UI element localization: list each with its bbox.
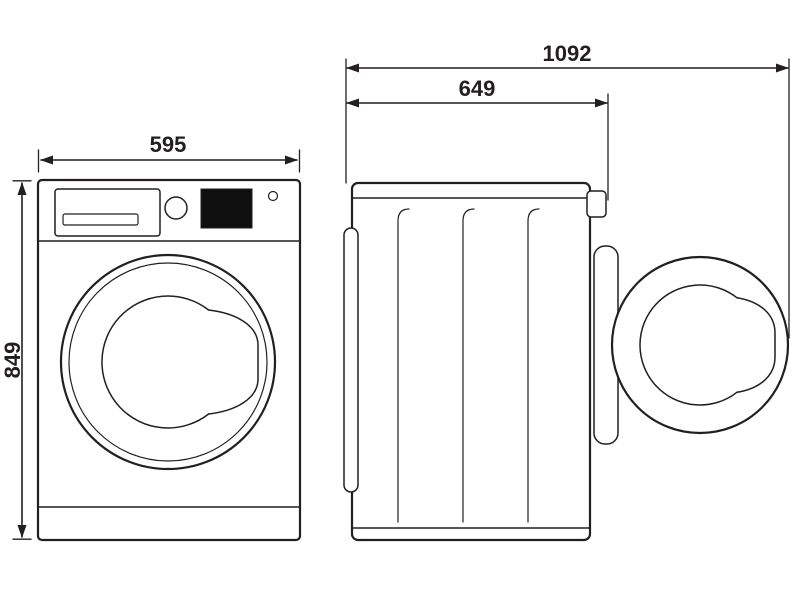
dim-label-depth: 649 — [459, 76, 496, 101]
front-view — [36, 178, 302, 542]
side-view — [343, 181, 607, 542]
arrowhead-left — [346, 63, 359, 73]
dim-label-depth-door-open: 1092 — [543, 41, 592, 66]
power-indicator — [267, 190, 279, 202]
dim-label-width: 595 — [150, 132, 187, 157]
door-latch-tab — [586, 190, 607, 218]
arrowhead-bottom — [17, 525, 27, 538]
arrowhead-right — [595, 98, 608, 108]
open-door-window — [639, 284, 738, 406]
back-panel-bulge — [343, 227, 359, 493]
arrowhead-right — [285, 155, 298, 165]
dimension-depth-door-open: 1092 — [345, 41, 790, 339]
program-knob — [164, 196, 188, 220]
arrowhead-top — [17, 182, 27, 195]
side-seam-line — [397, 208, 410, 523]
dimension-height: 849 — [0, 180, 32, 540]
drawer-handle-slot — [62, 213, 139, 226]
side-body — [350, 181, 592, 542]
control-panel — [37, 188, 301, 242]
side-seam-line — [462, 208, 475, 523]
dimension-depth: 649 — [346, 76, 609, 201]
door-handle — [207, 309, 259, 415]
arrowhead-right — [776, 63, 789, 73]
detergent-drawer — [54, 188, 161, 237]
display — [200, 188, 253, 229]
arrowhead-left — [40, 155, 53, 165]
arrowhead-left — [346, 98, 359, 108]
dim-label-height: 849 — [0, 342, 25, 379]
front-door — [59, 253, 277, 471]
door-window — [101, 295, 210, 429]
open-door — [593, 245, 790, 445]
side-seam-line — [527, 208, 540, 523]
open-door-handle — [736, 296, 776, 394]
dimension-width: 595 — [37, 132, 301, 173]
